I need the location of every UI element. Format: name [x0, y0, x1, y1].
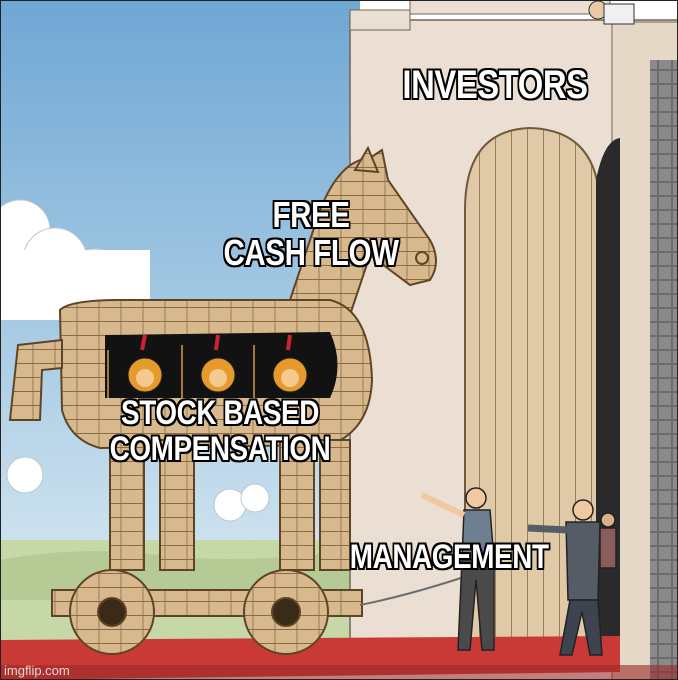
caption-fcf-line1: FREE [272, 194, 350, 235]
hidden-soldiers [107, 334, 308, 398]
imgflip-watermark: imgflip.com [4, 663, 70, 678]
caption-stock-based-compensation: STOCK BASED COMPENSATION [97, 394, 343, 468]
caption-free-cash-flow: FREE CASH FLOW [217, 196, 406, 272]
caption-investors: INVESTORS [401, 64, 590, 106]
caption-sbc-line2: COMPENSATION [109, 429, 331, 468]
management-figures [420, 487, 617, 656]
caption-management: MANAGEMENT [350, 539, 549, 576]
caption-fcf-line2: CASH FLOW [223, 231, 399, 273]
caption-investors-text: INVESTORS [402, 63, 588, 107]
caption-sbc-line1: STOCK BASED [121, 394, 319, 432]
lookout-figure [588, 0, 635, 25]
caption-management-text: MANAGEMENT [349, 538, 549, 576]
